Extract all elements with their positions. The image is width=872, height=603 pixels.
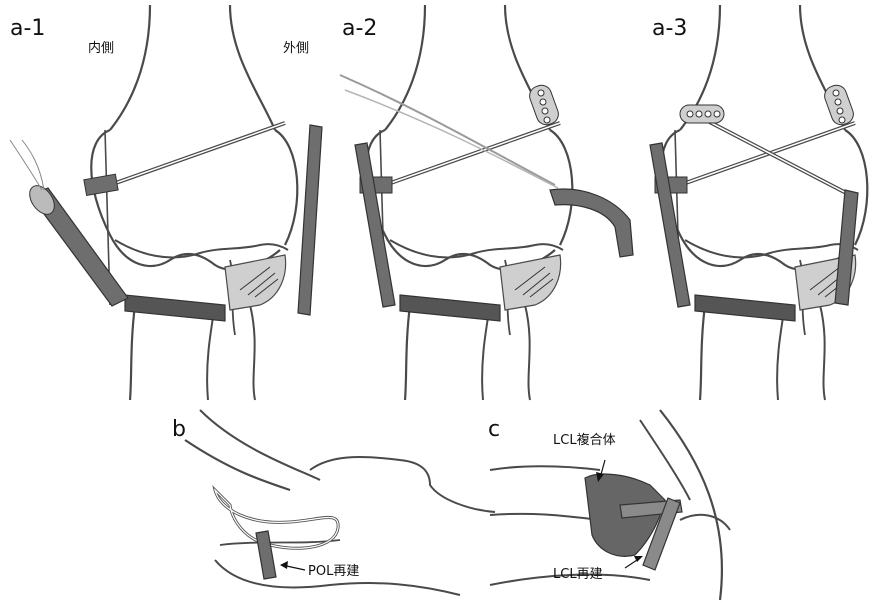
panel-a1-label: a-1	[10, 16, 45, 41]
pol-reconstruction-label: POL再建	[308, 564, 359, 579]
a1-free-graft	[10, 140, 128, 306]
panel-a3-diagram	[650, 5, 867, 400]
lcl-reconstruction-label: LCL再建	[553, 567, 603, 582]
lateral-label: 外側	[283, 41, 309, 56]
panel-a3-label: a-3	[652, 16, 687, 41]
b-pol-graft	[256, 531, 276, 579]
lcl-complex-label: LCL複合体	[553, 432, 616, 448]
panel-a2-label: a-2	[342, 16, 377, 41]
panel-a1-diagram	[84, 5, 322, 400]
panel-c-label: c	[488, 417, 500, 442]
a1-lateral-graft	[298, 125, 322, 315]
panel-a2-diagram	[355, 5, 633, 400]
panel-b-label: b	[172, 417, 186, 442]
medial-label: 内側	[88, 40, 114, 56]
